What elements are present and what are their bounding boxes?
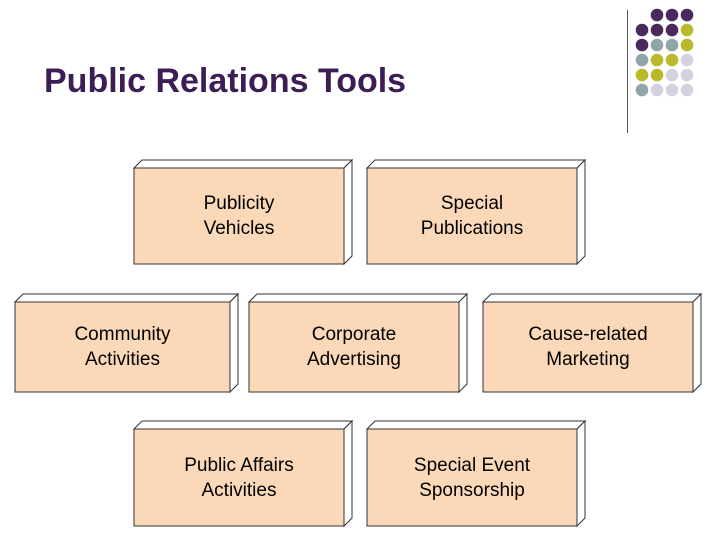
box-top-bevel <box>365 420 587 430</box>
box-top-bevel <box>13 293 240 303</box>
box-side-bevel <box>343 158 353 266</box>
decorative-dot <box>650 38 664 52</box>
box-shape <box>365 158 587 266</box>
box-label: Community Activities <box>74 324 171 370</box>
decorative-dot <box>665 68 679 82</box>
box-top-bevel <box>132 159 354 169</box>
box-face <box>133 428 345 527</box>
decorative-dot <box>635 23 649 37</box>
box-side-bevel <box>343 419 353 528</box>
box-label: Special Publications <box>420 193 524 239</box>
box-community-activities: Community Activities <box>13 292 240 394</box>
decorative-dot <box>635 68 649 82</box>
decorative-dot <box>680 83 694 97</box>
box-side-bevel <box>576 419 586 528</box>
decorative-dot <box>680 8 694 22</box>
box-side-bevel <box>458 292 468 394</box>
box-label: Public Affairs Activities <box>184 454 294 501</box>
decorative-dot <box>650 68 664 82</box>
decorative-dot <box>650 8 664 22</box>
decorative-dot <box>665 8 679 22</box>
decorative-dot <box>650 83 664 97</box>
box-label: Publicity Vehicles <box>203 193 275 239</box>
box-side-bevel <box>692 292 702 394</box>
box-top-bevel <box>365 159 587 169</box>
box-top-bevel <box>132 420 354 430</box>
slide-title: Public Relations Tools <box>44 62 407 100</box>
box-face <box>248 301 460 393</box>
box-side-bevel <box>229 292 239 394</box>
box-special-event-sponsorship: Special Event Sponsorship <box>365 419 587 528</box>
box-shape <box>481 292 703 394</box>
decorative-dot <box>635 83 649 97</box>
box-cause-related-marketing: Cause-related Marketing <box>481 292 703 394</box>
box-shape <box>247 292 469 394</box>
box-top-bevel <box>481 293 703 303</box>
decorative-dot <box>680 68 694 82</box>
box-face <box>366 167 578 265</box>
decorative-dot <box>680 38 694 52</box>
box-special-publications: Special Publications <box>365 158 587 266</box>
decorative-dot <box>635 53 649 67</box>
decorative-dot <box>665 38 679 52</box>
box-shape <box>365 419 587 528</box>
box-public-affairs-activities: Public Affairs Activities <box>132 419 354 528</box>
box-publicity-vehicles: Publicity Vehicles <box>132 158 354 266</box>
box-shape <box>132 158 354 266</box>
decorative-dot <box>680 23 694 37</box>
box-face <box>14 301 231 393</box>
box-face <box>133 167 345 265</box>
decorative-dot <box>635 38 649 52</box>
decorative-dot <box>665 83 679 97</box>
decorative-dot <box>680 53 694 67</box>
decorative-dot <box>665 53 679 67</box>
decorative-dot <box>665 23 679 37</box>
box-corporate-advertising: Corporate Advertising <box>247 292 469 394</box>
box-shape <box>13 292 240 394</box>
box-label: Corporate Advertising <box>307 324 401 370</box>
box-face <box>482 301 694 393</box>
box-label: Special Event Sponsorship <box>413 454 531 501</box>
box-label: Cause-related Marketing <box>528 324 648 370</box>
box-side-bevel <box>576 158 586 266</box>
box-shape <box>132 419 354 528</box>
decorative-dot <box>650 53 664 67</box>
box-top-bevel <box>247 293 469 303</box>
decorative-divider <box>627 10 628 133</box>
box-face <box>366 428 578 527</box>
decorative-dot <box>650 23 664 37</box>
